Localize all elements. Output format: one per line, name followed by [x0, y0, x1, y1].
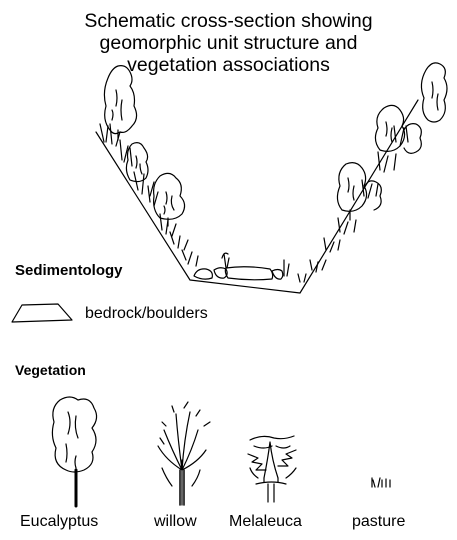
right-eucalyptus-upper	[375, 105, 421, 153]
pasture-icon	[372, 478, 390, 487]
boulder-icon	[12, 304, 72, 322]
left-eucalyptus-lower	[154, 173, 185, 226]
right-bank-willows	[284, 126, 408, 282]
left-bank-willows	[100, 124, 198, 266]
left-eucalyptus-upper	[104, 66, 136, 140]
melaleuca-icon	[248, 436, 296, 502]
pasture-label: pasture	[352, 513, 405, 531]
willow-icon	[158, 402, 210, 505]
willow-label: willow	[154, 513, 197, 531]
eucalyptus-icon	[52, 397, 96, 506]
eucalyptus-label: Eucalyptus	[20, 513, 98, 531]
valley-profile	[96, 100, 418, 293]
bedrock-boulders-label: bedrock/boulders	[85, 305, 208, 323]
channel-boulders	[194, 253, 283, 280]
sedimentology-heading: Sedimentology	[15, 262, 123, 279]
right-eucalyptus-top	[421, 63, 447, 122]
vegetation-heading: Vegetation	[15, 362, 86, 378]
melaleuca-label: Melaleuca	[229, 513, 302, 531]
